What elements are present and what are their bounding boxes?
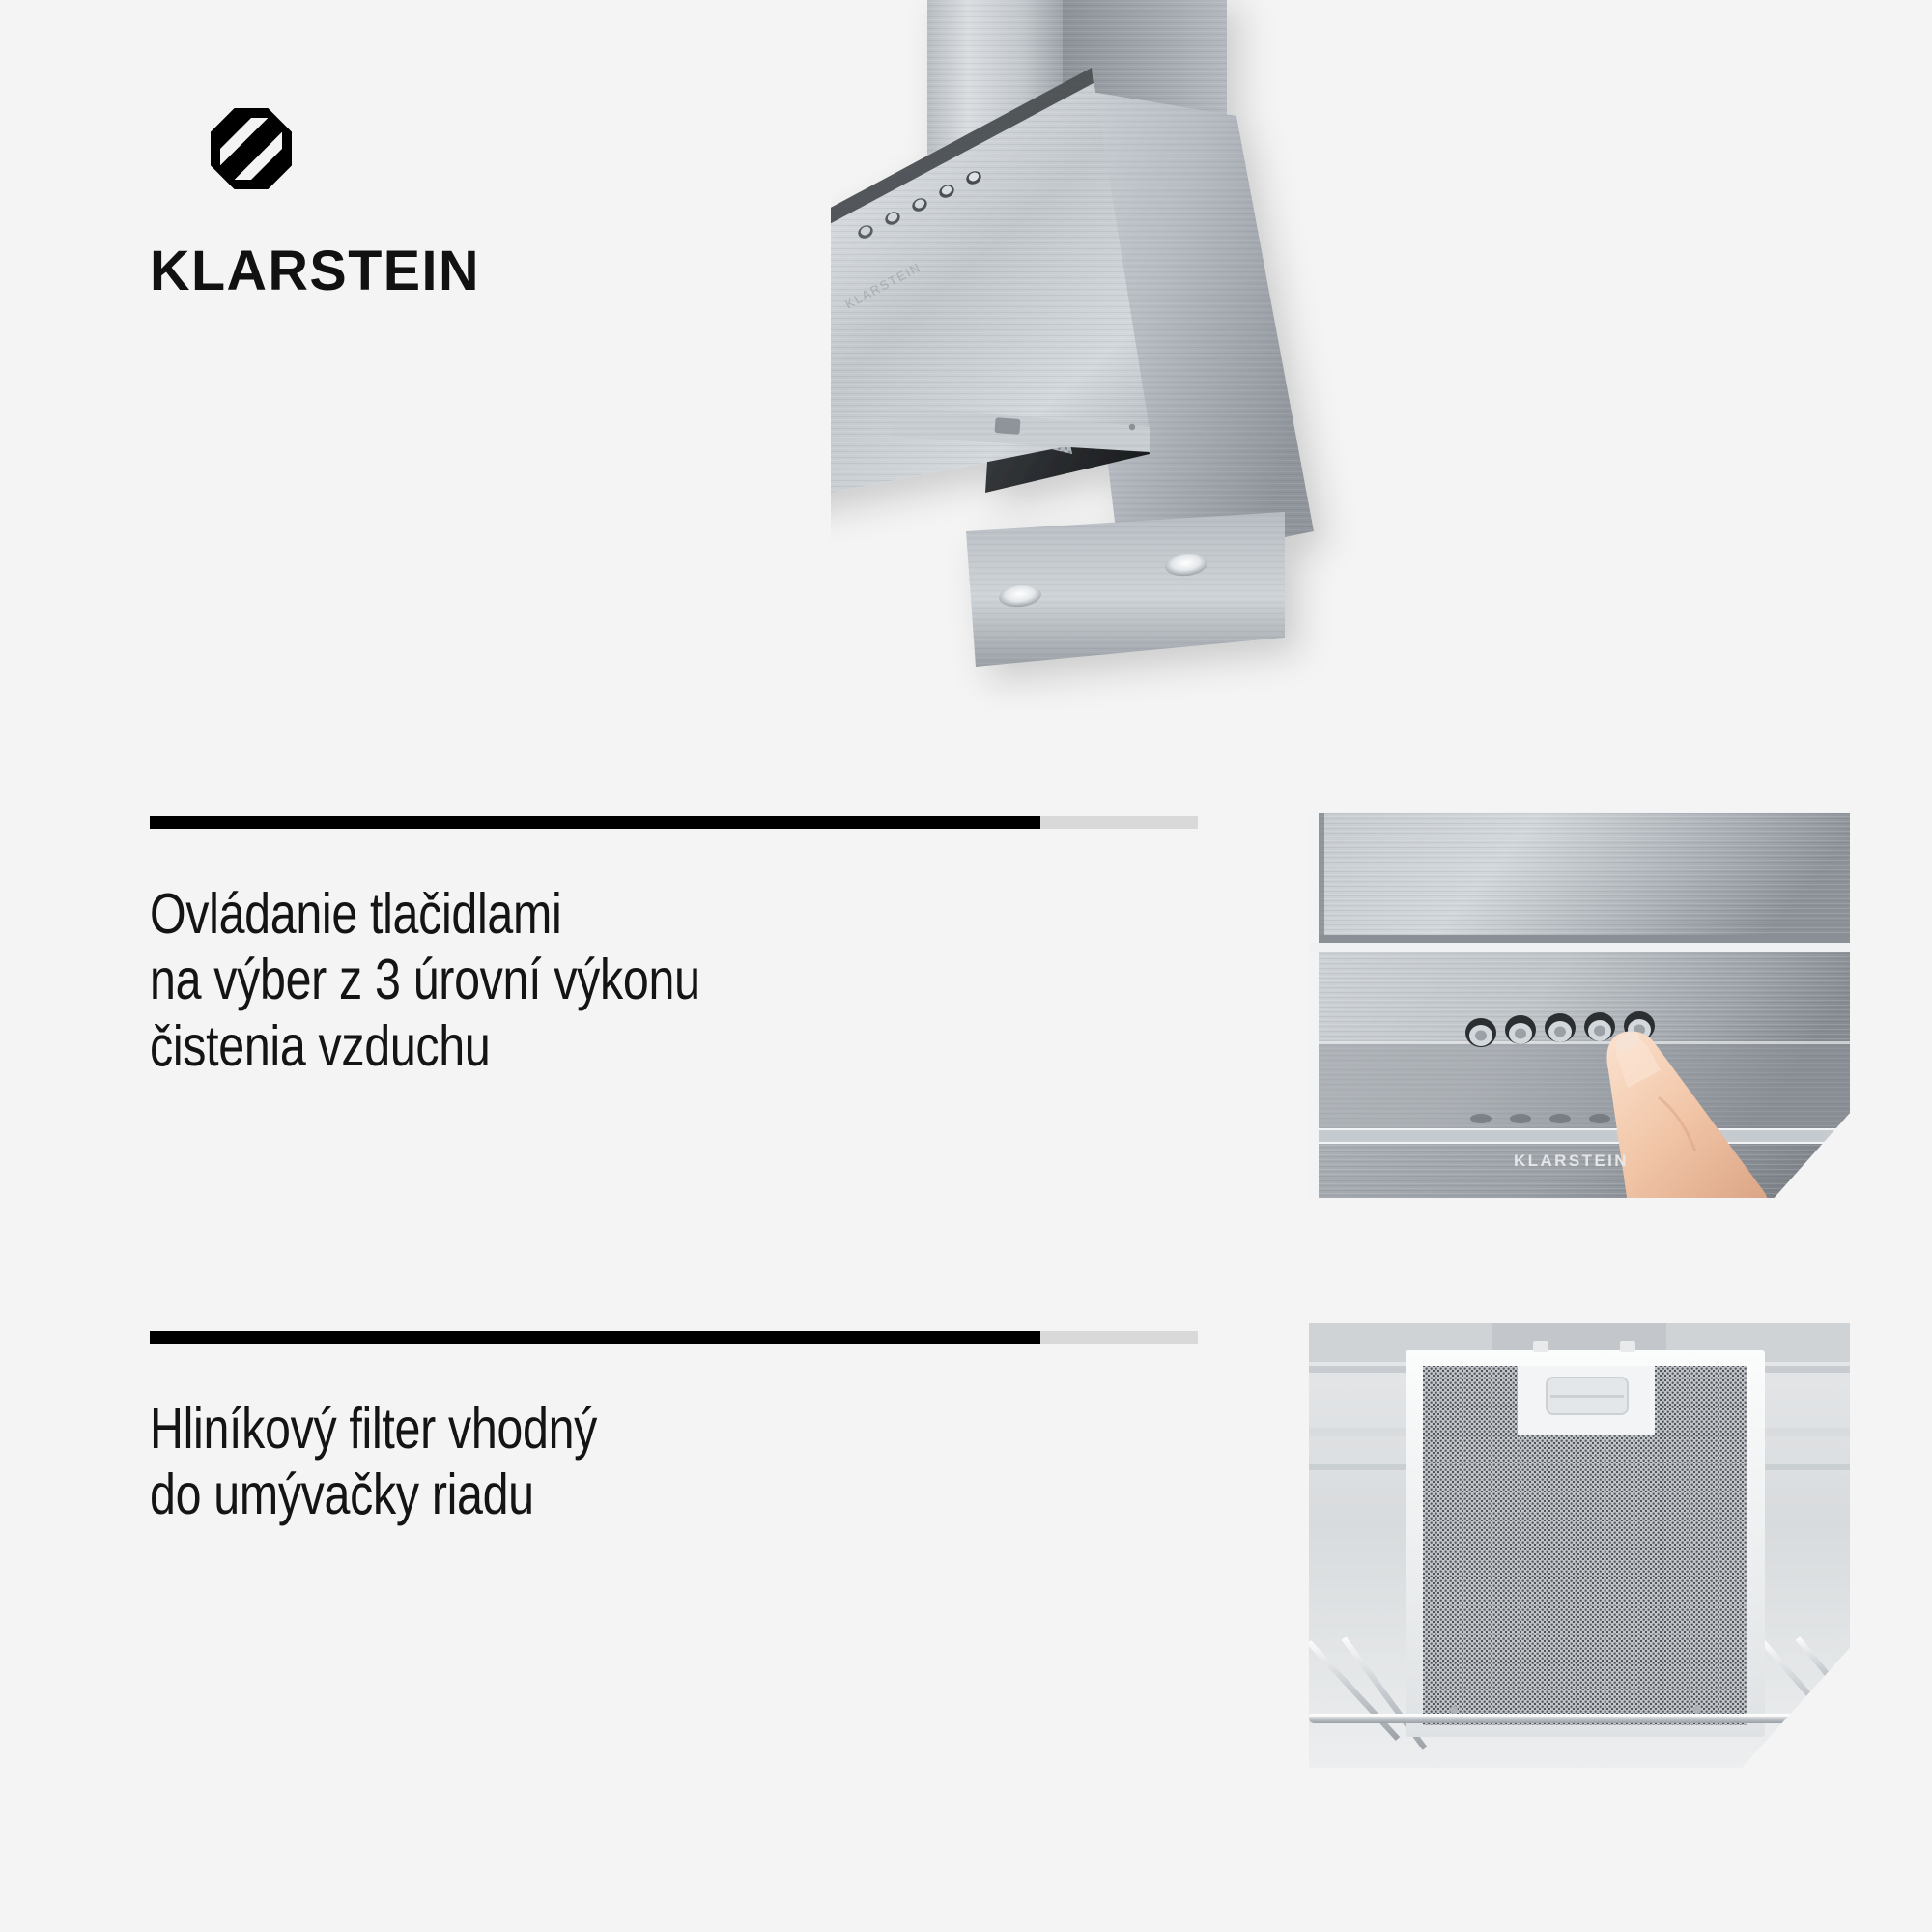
- hero-product-photo: KLARSTEIN: [831, 0, 1932, 792]
- photo-dishwasher-filter: [1309, 1323, 1850, 1768]
- brand-wordmark: KLARSTEIN: [150, 240, 480, 302]
- feature-divider: [150, 816, 1198, 829]
- feature-divider-fill: [150, 1331, 1041, 1344]
- feature-title: Hliníkový filter vhodný do umývačky riad…: [150, 1397, 598, 1527]
- feature-block-filter: Hliníkový filter vhodný do umývačky riad…: [150, 1331, 1203, 1528]
- feature-divider: [150, 1331, 1198, 1344]
- feature-divider-fill: [150, 816, 1041, 829]
- photo-control-buttons: KLARSTEIN: [1309, 811, 1850, 1198]
- brand-logo: KLARSTEIN: [150, 108, 555, 311]
- feature-title: Ovládanie tlačidlami na výber z 3 úrovní…: [150, 882, 700, 1078]
- feature-block-buttons: Ovládanie tlačidlami na výber z 3 úrovní…: [150, 816, 1203, 1079]
- svg-text:KLARSTEIN: KLARSTEIN: [1514, 1151, 1629, 1170]
- octagon-split-logo-icon: [211, 108, 292, 189]
